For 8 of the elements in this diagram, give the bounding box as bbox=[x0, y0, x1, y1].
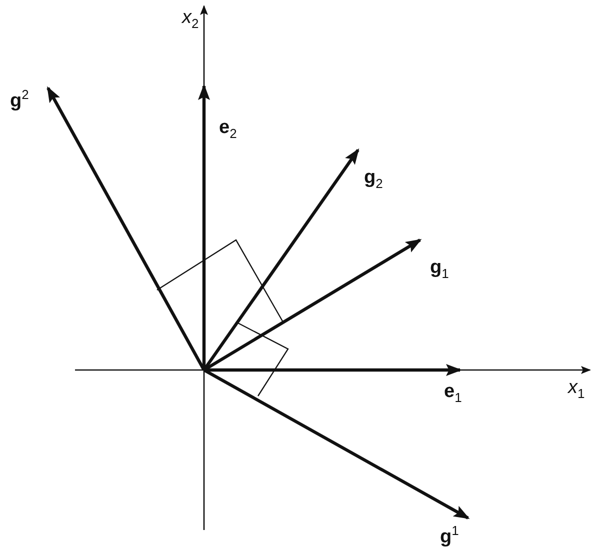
vector-label: g$_{1}$ bbox=[430, 258, 449, 280]
vector-label: e$_{2}$ bbox=[219, 118, 237, 140]
vector-label: g$^{1}$ bbox=[440, 524, 459, 546]
vector-label: g$^{2}$ bbox=[10, 88, 29, 110]
axis-label: x$_{2}$ bbox=[182, 8, 199, 30]
vector-label: e$_{1}$ bbox=[444, 382, 462, 404]
axis-label: x$_{1}$ bbox=[568, 378, 585, 400]
vector-label: g$_{2}$ bbox=[364, 168, 383, 190]
